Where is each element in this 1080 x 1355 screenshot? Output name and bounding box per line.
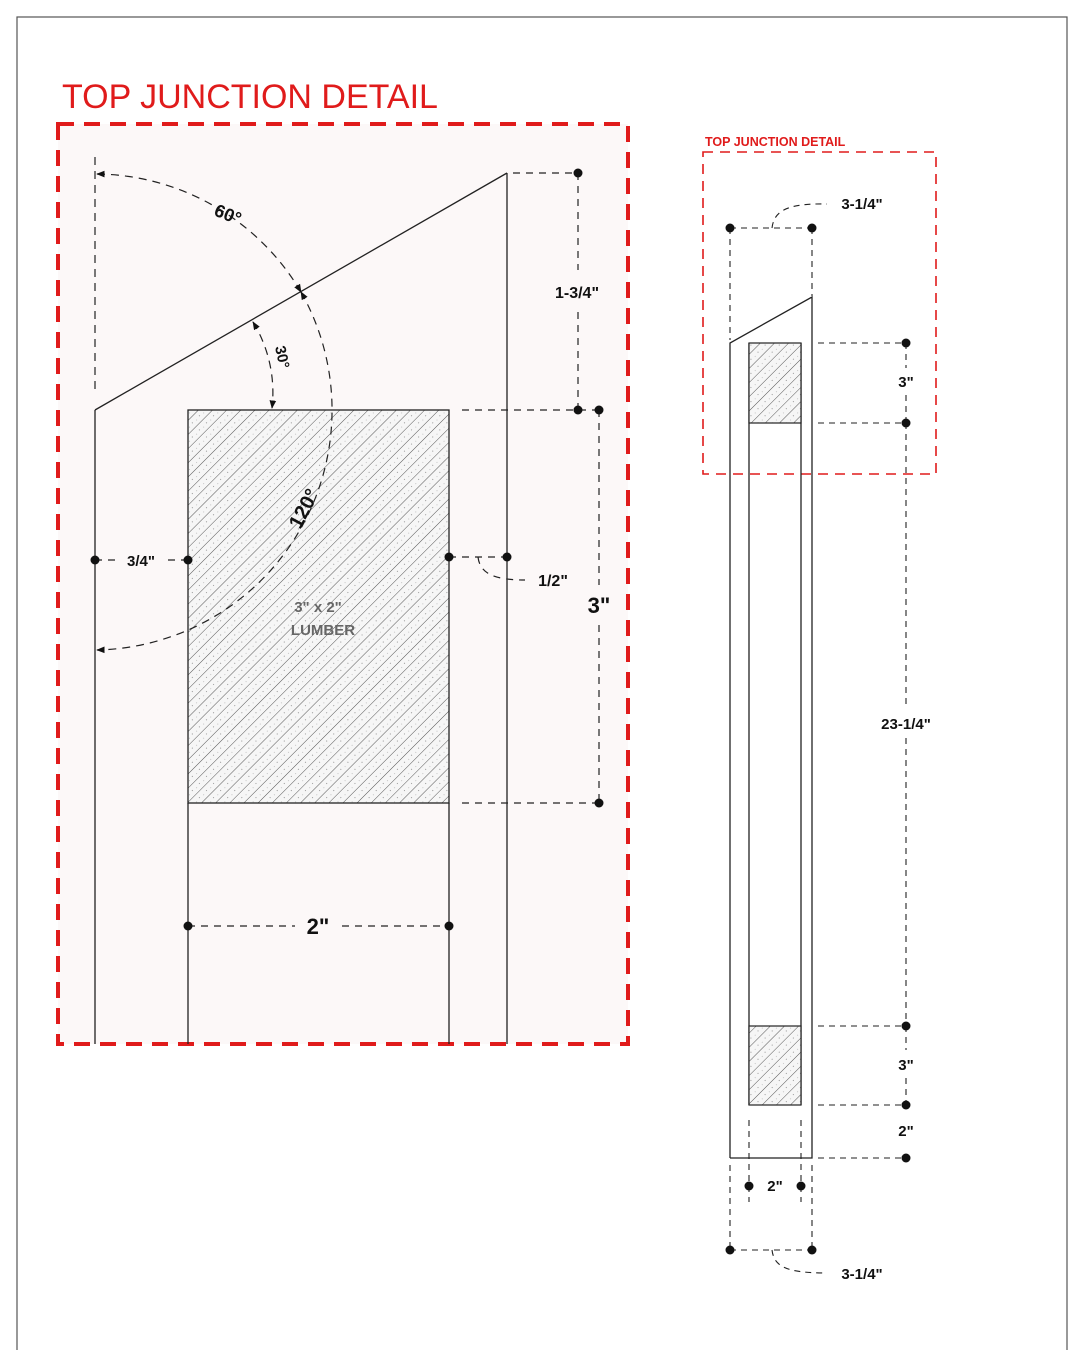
dim-dot [90, 555, 100, 565]
angle-60-arc [96, 170, 302, 293]
overview-top-width-dim [729, 203, 828, 340]
dim-lumber-height-label: 3" [588, 593, 611, 618]
overview-callout-box [702, 151, 937, 475]
overview-dim-bottom-block-label: 3" [898, 1057, 913, 1074]
dim-dot [573, 405, 583, 415]
dim-dot [444, 921, 454, 931]
dim-dot [594, 798, 604, 808]
dim-dot [901, 1100, 911, 1110]
overview-dim-top-width-label: 3-1/4" [841, 196, 882, 213]
detail-title: TOP JUNCTION DETAIL [62, 78, 438, 116]
overview-bottom-block [748, 1025, 802, 1106]
angle-30-label: 30° [271, 344, 292, 370]
lumber-label-name: LUMBER [291, 622, 355, 639]
dim-dot [725, 223, 735, 233]
dim-dot [901, 418, 911, 428]
dim-right-offset-label: 1/2" [538, 573, 568, 590]
overview-title: TOP JUNCTION DETAIL [705, 135, 846, 149]
dim-dot [807, 223, 817, 233]
dim-dot [807, 1245, 817, 1255]
overview-geometry [729, 295, 813, 1159]
dim-dot [901, 1153, 911, 1163]
overview-vertical-dims [818, 342, 907, 1159]
dim-dot [183, 921, 193, 931]
dim-dot [573, 168, 583, 178]
dim-dot [744, 1181, 754, 1191]
overview-top-block [748, 342, 802, 424]
rise-dim-lines [462, 172, 600, 411]
right-offset-dim-lines [449, 556, 526, 581]
dim-dot [183, 555, 193, 565]
overview-dim-bottom-base-label: 2" [898, 1123, 913, 1140]
dim-dot [901, 1021, 911, 1031]
dim-dot [502, 552, 512, 562]
dim-dot [725, 1245, 735, 1255]
overview-bottom-width-dim [730, 1249, 828, 1274]
dim-dot [444, 552, 454, 562]
overview-dim-inner-width-label: 2" [767, 1178, 782, 1195]
lumber-label-size: 3" x 2" [294, 599, 342, 616]
angle-120-arc [96, 291, 333, 654]
dim-lumber-width-label: 2" [307, 914, 330, 939]
lumber-height-dim-lines [462, 410, 600, 804]
dim-dot [796, 1181, 806, 1191]
dim-left-offset-label: 3/4" [127, 553, 155, 570]
dim-top-rise-label: 1-3/4" [555, 285, 599, 302]
overview-dim-bottom-width-label: 3-1/4" [841, 1266, 882, 1283]
overview-dim-top-block-label: 3" [898, 374, 913, 391]
dim-dot [594, 405, 604, 415]
overview-dim-span-label: 23-1/4" [881, 716, 931, 733]
dim-dot [901, 338, 911, 348]
sheet-border [16, 16, 1068, 1355]
